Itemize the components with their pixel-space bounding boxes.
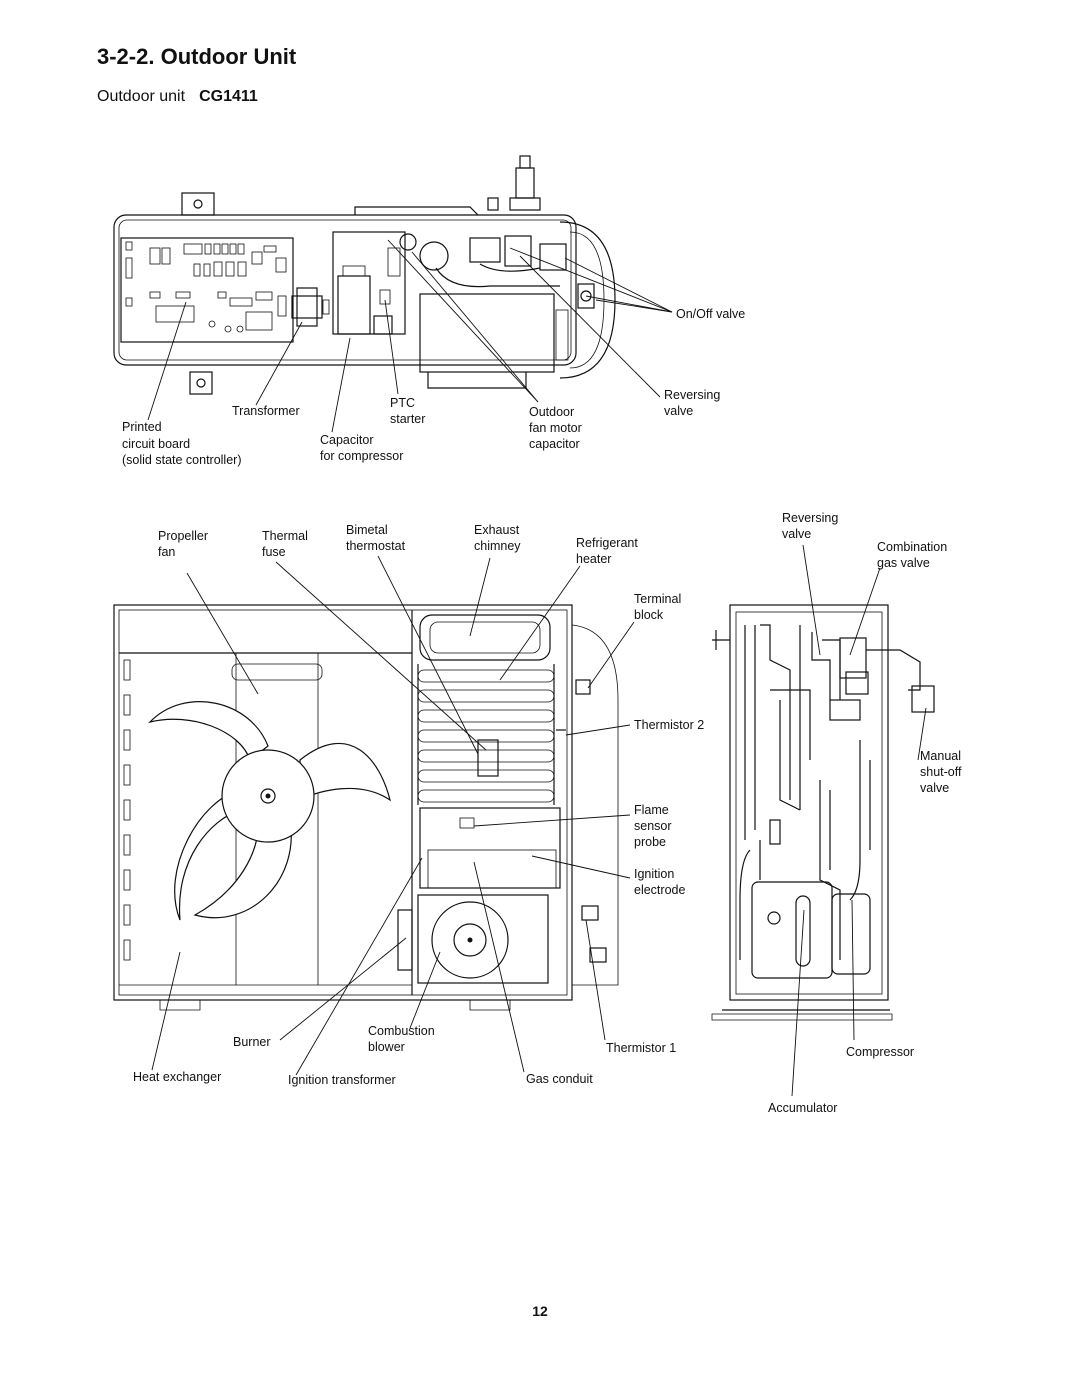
label-flame-sensor-1: Flame [634,803,669,817]
label-bimetal-thermostat-1: Bimetal [346,523,388,537]
label-compressor: Compressor [846,1045,914,1059]
label-exhaust-chimney-2: chimney [474,539,521,553]
label-pcb-2: circuit board [122,437,190,451]
label-combination-gas-valve-1: Combination [877,540,947,554]
label-propeller-fan-2: fan [158,545,175,559]
unit-label: Outdoor unit [97,88,186,105]
label-thermal-fuse-1: Thermal [262,529,308,543]
label-ignition-transformer: Ignition transformer [288,1073,396,1087]
label-combustion-blower-2: blower [368,1040,405,1054]
label-terminal-block-1: Terminal [634,592,681,606]
label-terminal-block-2: block [634,608,664,622]
label-bimetal-thermostat-2: thermostat [346,539,406,553]
label-fan-motor-capacitor-2: fan motor [529,421,582,435]
label-ptc-starter-2: starter [390,412,425,426]
label-burner: Burner [233,1035,271,1049]
label-reversing-valve-top-1: Reversing [664,388,720,402]
label-gas-conduit: Gas conduit [526,1072,593,1086]
label-flame-sensor-3: probe [634,835,666,849]
label-flame-sensor-2: sensor [634,819,672,833]
label-refrigerant-heater-1: Refrigerant [576,536,638,550]
label-combination-gas-valve-2: gas valve [877,556,930,570]
label-reversing-valve-side-2: valve [782,527,811,541]
label-capacitor-compressor-1: Capacitor [320,433,374,447]
label-accumulator: Accumulator [768,1101,837,1115]
label-exhaust-chimney-1: Exhaust [474,523,520,537]
label-pcb-3: (solid state controller) [122,453,242,467]
label-thermal-fuse-2: fuse [262,545,286,559]
label-manual-shut-off-valve-3: valve [920,781,949,795]
label-on-off-valve: On/Off valve [676,307,745,321]
label-fan-motor-capacitor-3: capacitor [529,437,580,451]
label-heat-exchanger: Heat exchanger [133,1070,221,1084]
label-ignition-electrode-1: Ignition [634,867,674,881]
unit-subtitle: Outdoor unit CG1411 [97,88,258,106]
label-thermistor-1: Thermistor 1 [606,1041,676,1055]
label-manual-shut-off-valve-1: Manual [920,749,961,763]
label-reversing-valve-top-2: valve [664,404,693,418]
page-title: 3-2-2. Outdoor Unit [97,44,297,69]
label-fan-motor-capacitor-1: Outdoor [529,405,574,419]
label-refrigerant-heater-2: heater [576,552,611,566]
label-pcb-1: Printed [122,420,162,434]
label-ignition-electrode-2: electrode [634,883,685,897]
front-view-drawing [113,555,635,1076]
label-ptc-starter-1: PTC [390,396,415,410]
label-capacitor-compressor-2: for compressor [320,449,403,463]
unit-model: CG1411 [199,88,258,105]
label-thermistor-2: Thermistor 2 [634,718,704,732]
label-propeller-fan-1: Propeller [158,529,208,543]
label-combustion-blower-1: Combustion [368,1024,435,1038]
side-view-drawing [711,544,935,1097]
label-reversing-valve-side-1: Reversing [782,511,838,525]
label-transformer: Transformer [232,404,300,418]
page-number: 12 [532,1303,548,1319]
label-manual-shut-off-valve-2: shut-off [920,765,962,779]
top-view-drawing [113,155,673,433]
